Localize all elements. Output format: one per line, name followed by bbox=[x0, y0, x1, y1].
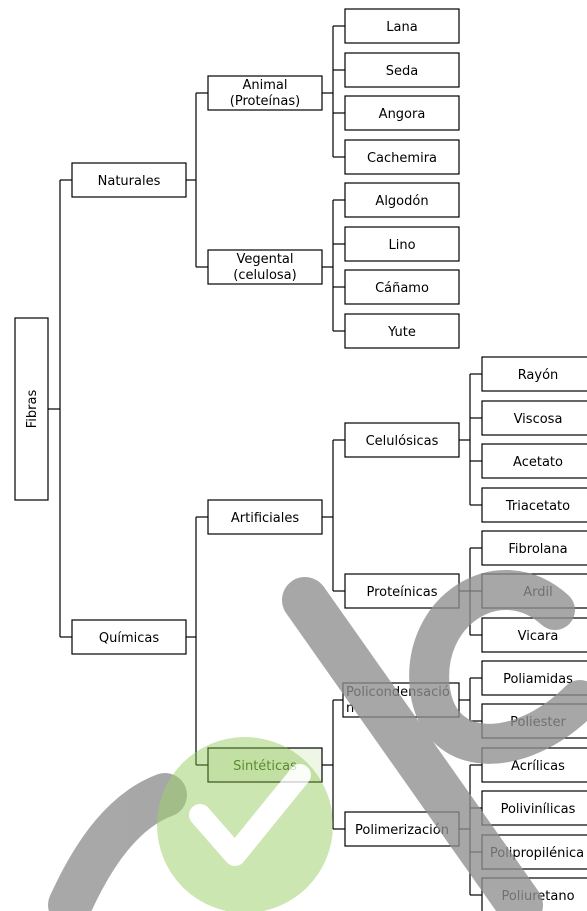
leaf-fibrolana-label: Fibrolana bbox=[508, 542, 567, 557]
node-artificiales: Artificiales bbox=[207, 499, 323, 535]
leaf-angora-label: Angora bbox=[379, 107, 426, 122]
node-vegetal-label-2: (celulosa) bbox=[233, 268, 296, 283]
node-naturales-label: Naturales bbox=[98, 174, 161, 189]
leaf-algodon: Algodón bbox=[344, 182, 460, 218]
node-animal-label-2: (Proteínas) bbox=[230, 94, 300, 109]
leaf-vicara-label: Vicara bbox=[518, 629, 559, 644]
node-quimicas-label: Químicas bbox=[99, 631, 159, 646]
leaf-triacetato-label: Triacetato bbox=[505, 499, 570, 514]
node-proteinicas-label: Proteínicas bbox=[366, 585, 437, 600]
watermark-check-circle bbox=[157, 737, 333, 911]
leaf-canamo-label: Cáñamo bbox=[375, 281, 429, 296]
leaf-rayon: Rayón bbox=[481, 356, 587, 392]
leaf-seda-label: Seda bbox=[386, 64, 418, 79]
node-vegetal: Vegental (celulosa) bbox=[207, 249, 323, 285]
watermark-stroke-middle bbox=[282, 577, 543, 911]
leaf-acetato-label: Acetato bbox=[513, 455, 563, 470]
node-artificiales-label: Artificiales bbox=[231, 511, 299, 526]
node-sinteticas-label: Sintéticas bbox=[233, 759, 297, 774]
connectors bbox=[48, 25, 482, 896]
leaf-rayon-label: Rayón bbox=[518, 368, 559, 383]
node-celulosicas: Celulósicas bbox=[344, 422, 460, 458]
leaf-vicara: Vicara bbox=[481, 617, 587, 653]
node-policondensacion-label-2: n bbox=[346, 701, 354, 716]
watermark-stroke-right bbox=[409, 570, 587, 764]
node-celulosicas-label: Celulósicas bbox=[366, 434, 439, 449]
node-quimicas: Químicas bbox=[71, 619, 187, 655]
leaf-seda: Seda bbox=[344, 52, 460, 88]
leaf-triacetato: Triacetato bbox=[481, 487, 587, 523]
node-polimerizacion-label: Polimerización bbox=[355, 823, 449, 838]
watermark-stroke-left bbox=[48, 773, 187, 911]
leaf-viscosa: Viscosa bbox=[481, 400, 587, 436]
leaf-algodon-label: Algodón bbox=[375, 194, 428, 209]
leaf-lino-label: Lino bbox=[388, 238, 415, 253]
node-animal-label-1: Animal bbox=[243, 78, 288, 93]
leaf-acetato: Acetato bbox=[481, 443, 587, 479]
node-fibras-label: Fibras bbox=[25, 390, 40, 429]
node-vegetal-label-1: Vegental bbox=[236, 252, 293, 267]
leaf-angora: Angora bbox=[344, 95, 460, 131]
check-icon bbox=[189, 764, 311, 866]
leaf-acrilicas-label: Acrílicas bbox=[511, 759, 565, 774]
leaf-viscosa-label: Viscosa bbox=[514, 412, 563, 427]
leaf-lana: Lana bbox=[344, 8, 460, 44]
leaf-cachemira: Cachemira bbox=[344, 139, 460, 175]
watermark bbox=[48, 570, 587, 911]
leaf-polivinilicas-label: Polivinílicas bbox=[501, 802, 576, 817]
leaf-yute-label: Yute bbox=[387, 325, 416, 340]
leaf-poliamidas-label: Poliamidas bbox=[503, 672, 573, 687]
leaf-poliamidas: Poliamidas bbox=[481, 660, 587, 696]
node-fibras: Fibras bbox=[14, 317, 49, 501]
leaf-lana-label: Lana bbox=[386, 20, 417, 35]
node-animal: Animal (Proteínas) bbox=[207, 75, 323, 111]
leaf-lino: Lino bbox=[344, 226, 460, 262]
leaf-cachemira-label: Cachemira bbox=[367, 151, 437, 166]
leaf-canamo: Cáñamo bbox=[344, 269, 460, 305]
leaf-polivinilicas: Polivinílicas bbox=[481, 790, 587, 826]
node-naturales: Naturales bbox=[71, 162, 187, 198]
leaf-fibrolana: Fibrolana bbox=[481, 530, 587, 566]
leaf-yute: Yute bbox=[344, 313, 460, 349]
